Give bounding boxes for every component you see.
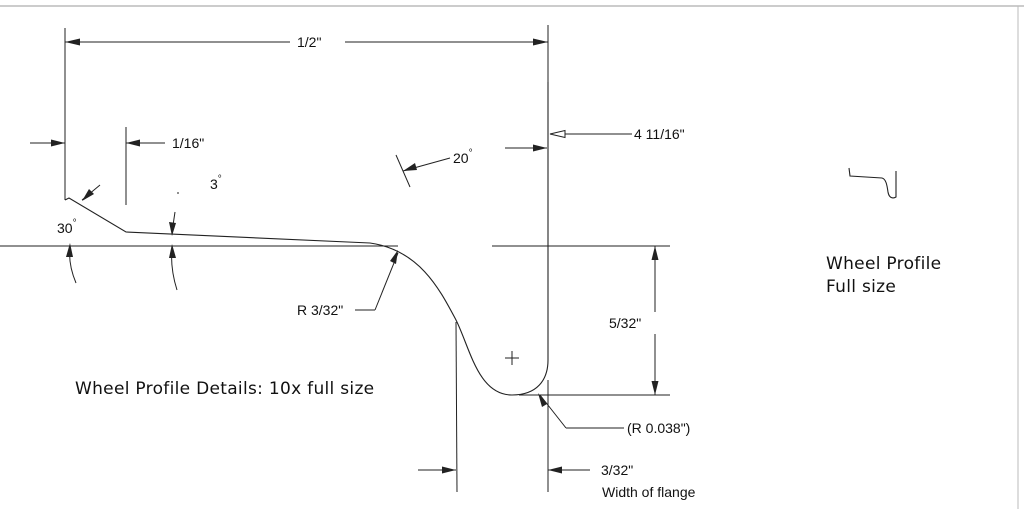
center-mark (505, 351, 519, 365)
dim-tip-radius-label: (R 0.038") (627, 420, 690, 436)
full-size-label-line2: Full size (826, 277, 896, 297)
full-size-profile (848, 167, 897, 199)
dimension-flange-angle: 20° (395, 144, 547, 188)
dim-flange-width-label: 3/32" (601, 462, 633, 478)
dimension-tread-step: 1/16" (30, 127, 204, 205)
dimension-fillet-radius: R 3/32" (297, 250, 399, 318)
full-size-label-line1: Wheel Profile (826, 254, 941, 274)
dim-flange-angle-label: 20° (453, 148, 473, 166)
dimension-tread-angle: 3° (169, 174, 222, 291)
dimension-chamfer-angle: 30° (57, 184, 101, 284)
dimension-overall-width: 1/2" (64, 25, 549, 200)
dim-chamfer-angle-label: 30° (57, 218, 77, 236)
dimension-flange-depth: 5/32" (519, 246, 670, 396)
details-label: Wheel Profile Details: 10x full size (75, 379, 374, 399)
dim-tread-angle-label: 3° (210, 174, 222, 192)
dim-tread-step-label: 1/16" (172, 135, 204, 151)
wheel-profile-outline (64, 82, 549, 396)
dimension-tip-radius: (R 0.038") (538, 393, 690, 436)
dim-flange-reference-label: 4 11/16" (634, 126, 685, 142)
dim-flange-width-note: Width of flange (602, 484, 696, 500)
dimension-flange-reference: 4 11/16" (549, 126, 685, 142)
dim-flange-depth-label: 5/32" (609, 315, 641, 331)
flange-left-extension (455, 321, 458, 493)
dim-fillet-radius-label: R 3/32" (297, 302, 343, 318)
dim-overall-width-label: 1/2" (297, 34, 321, 50)
dimension-flange-width: 3/32" Width of flange (418, 462, 696, 500)
